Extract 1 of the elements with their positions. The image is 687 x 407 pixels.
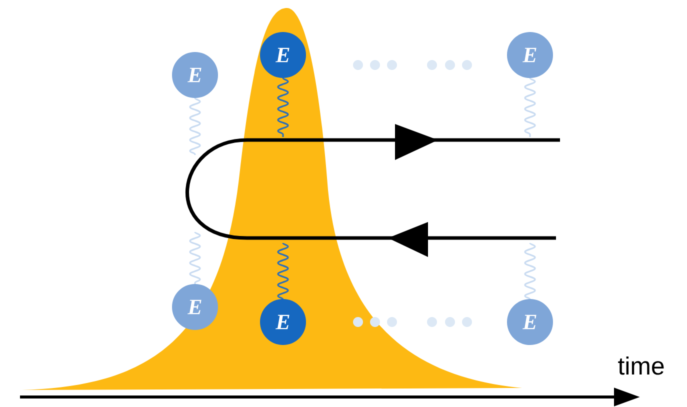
axis-label: time	[618, 356, 664, 375]
